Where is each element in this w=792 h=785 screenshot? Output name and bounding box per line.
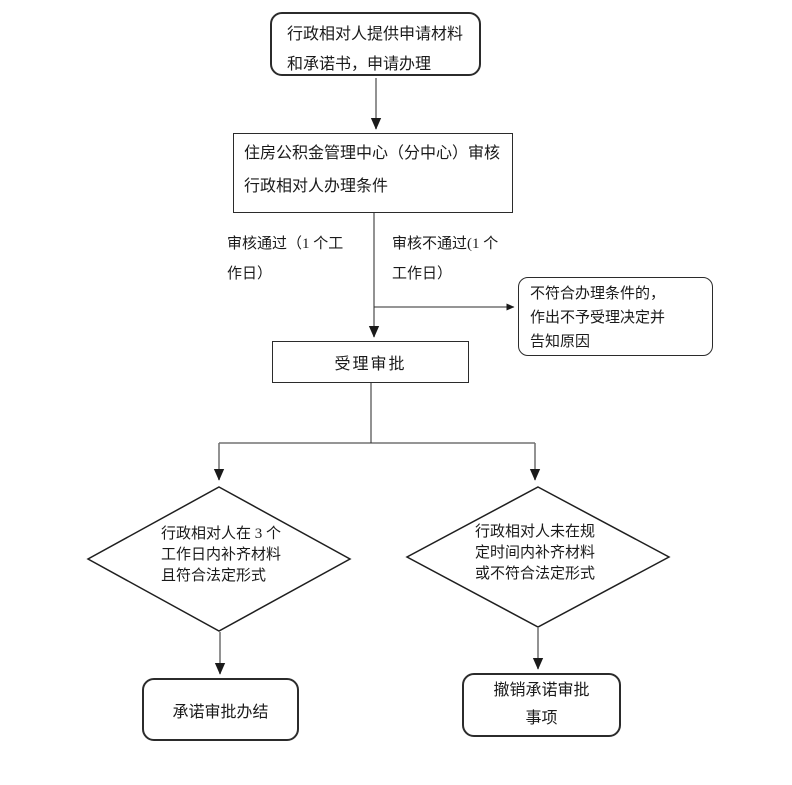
end-right-node: 撤销承诺审批 事项	[462, 673, 621, 737]
accept-process-node: 受理审批	[272, 341, 469, 383]
end-left-node: 承诺审批办结	[142, 678, 299, 741]
decision-left-diamond	[86, 486, 352, 632]
decision-right-diamond	[405, 486, 671, 628]
review-process-node: 住房公积金管理中心（分中心）审核 行政相对人办理条件	[233, 133, 513, 213]
edge-label-pass: 审核通过（1 个工 作日）	[227, 236, 344, 282]
decision-right-label: 行政相对人未在规 定时间内补齐材料 或不符合法定形式	[475, 524, 596, 582]
edge-label-fail: 审核不通过(1 个 工作日）	[392, 236, 499, 282]
decision-left-label: 行政相对人在 3 个 工作日内补齐材料 且符合法定形式	[161, 526, 282, 584]
start-node: 行政相对人提供申请材料 和承诺书，申请办理	[270, 12, 481, 76]
reject-notice-node: 不符合办理条件的， 作出不予受理决定并 告知原因	[518, 277, 713, 356]
